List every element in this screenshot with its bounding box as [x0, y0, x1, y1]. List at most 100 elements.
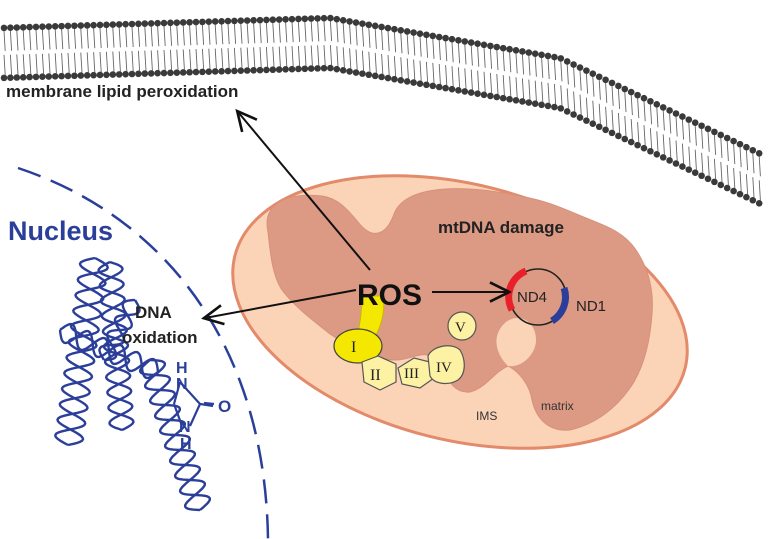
lipid-head-outer [128, 20, 136, 28]
lipid-tail [509, 52, 512, 97]
lipid-tail [464, 44, 467, 89]
lipid-head-outer [448, 35, 456, 43]
lipid-tail [329, 21, 333, 66]
lipid-head-outer [531, 50, 539, 57]
lipid-head-outer [141, 20, 149, 27]
lipid-head-outer [314, 15, 321, 22]
lipid-head-inner [26, 73, 33, 81]
lipid-head-inner [243, 67, 251, 74]
lipid-head-inner [378, 73, 385, 81]
lipid-head-outer [378, 23, 385, 31]
lipid-head-inner [717, 181, 725, 189]
lipid-head-inner [519, 98, 526, 105]
lipid-tail [541, 57, 544, 102]
lipid-head-inner [493, 93, 501, 101]
lipid-tail [336, 22, 339, 67]
lipid-head-outer [487, 42, 494, 50]
lipid-head-outer [218, 17, 225, 25]
lipid-head-inner [583, 117, 590, 124]
lipid-tail [157, 26, 160, 71]
lipid-head-inner [77, 72, 85, 79]
lipid-tail [451, 42, 454, 87]
lipid-head-inner [327, 64, 334, 72]
lipid-head-inner [109, 71, 117, 78]
lipid-head-inner [461, 88, 469, 95]
lipid-head-outer [589, 70, 597, 77]
lipid-head-inner [506, 95, 513, 103]
lipid-head-outer [570, 61, 577, 68]
lipid-head-inner [288, 65, 296, 73]
lipid-tail [393, 32, 397, 77]
lipid-head-inner [384, 74, 392, 82]
lipid-head-outer [109, 21, 117, 28]
lipid-head-inner [704, 175, 712, 183]
lipid-tail [67, 28, 70, 73]
lipid-head-outer [135, 20, 142, 28]
lipid-tail [720, 137, 723, 182]
lipid-head-inner [480, 91, 488, 99]
lipid-tail [93, 28, 96, 73]
complex-v-label: V [455, 320, 466, 336]
lipid-head-inner [295, 65, 302, 73]
lipid-head-inner [224, 67, 232, 75]
lipid-head-inner [455, 87, 462, 94]
lipid-tail [502, 51, 505, 96]
lipid-tail [112, 27, 115, 72]
lipid-head-outer [346, 18, 353, 25]
complex-i [333, 328, 383, 364]
lipid-tail [41, 29, 45, 74]
lipid-head-inner [58, 72, 65, 80]
lipid-head-outer [288, 15, 296, 23]
lipid-head-inner [679, 163, 686, 170]
lipid-head-inner [557, 105, 565, 112]
complex-ii-label: II [370, 367, 381, 384]
lipid-head-outer [192, 18, 200, 26]
lipid-tail [425, 37, 429, 82]
lipid-head-outer [403, 28, 411, 35]
lipid-head-outer [519, 48, 526, 55]
lipid-bilayer-membrane [0, 14, 763, 207]
lipid-head-outer [672, 110, 680, 117]
mitochondrion-inner-matrix [266, 188, 653, 431]
lipid-head-outer [160, 19, 168, 27]
lipid-tail [35, 29, 38, 74]
lipid-head-inner [743, 193, 750, 201]
lipid-head-inner [282, 66, 289, 73]
lipid-tail [713, 134, 717, 179]
ims-label: IMS [476, 409, 497, 423]
lipid-tail [99, 27, 102, 72]
lipid-head-inner [115, 71, 123, 78]
complex-iv [427, 345, 465, 385]
lipid-head-outer [499, 44, 507, 52]
lipid-head-inner [122, 70, 129, 78]
lipid-tail [521, 54, 525, 99]
lipid-head-outer [615, 82, 622, 90]
lipid-head-inner [103, 71, 110, 79]
lipid-head-inner [19, 73, 27, 81]
oxo-o: O [218, 397, 231, 416]
lipid-head-inner [544, 102, 552, 110]
oxidized-guanine-structure: H N O N H [172, 360, 231, 453]
lipid-head-outer [653, 101, 661, 108]
lipid-head-outer [423, 31, 430, 39]
lipid-tail [669, 113, 672, 158]
matrix-label: matrix [541, 399, 574, 413]
lipid-head-outer [685, 116, 693, 123]
lipid-tail [752, 153, 755, 198]
nd1-label: ND1 [576, 298, 606, 315]
lipid-tail [585, 73, 589, 118]
lipid-tail [304, 21, 307, 66]
lipid-tail [707, 131, 710, 176]
lipid-head-inner [256, 66, 264, 74]
complex-v [447, 311, 477, 341]
lipid-head-outer [691, 119, 699, 126]
lipid-head-inner [7, 74, 14, 81]
lipid-head-inner [192, 68, 200, 76]
lipid-tail [381, 29, 384, 75]
lipid-head-outer [397, 27, 405, 34]
lipid-head-outer [391, 25, 398, 33]
lipid-tail [16, 30, 19, 75]
lipid-tail [598, 79, 601, 124]
lipid-head-inner [634, 141, 641, 149]
lipid-tail [617, 88, 621, 133]
